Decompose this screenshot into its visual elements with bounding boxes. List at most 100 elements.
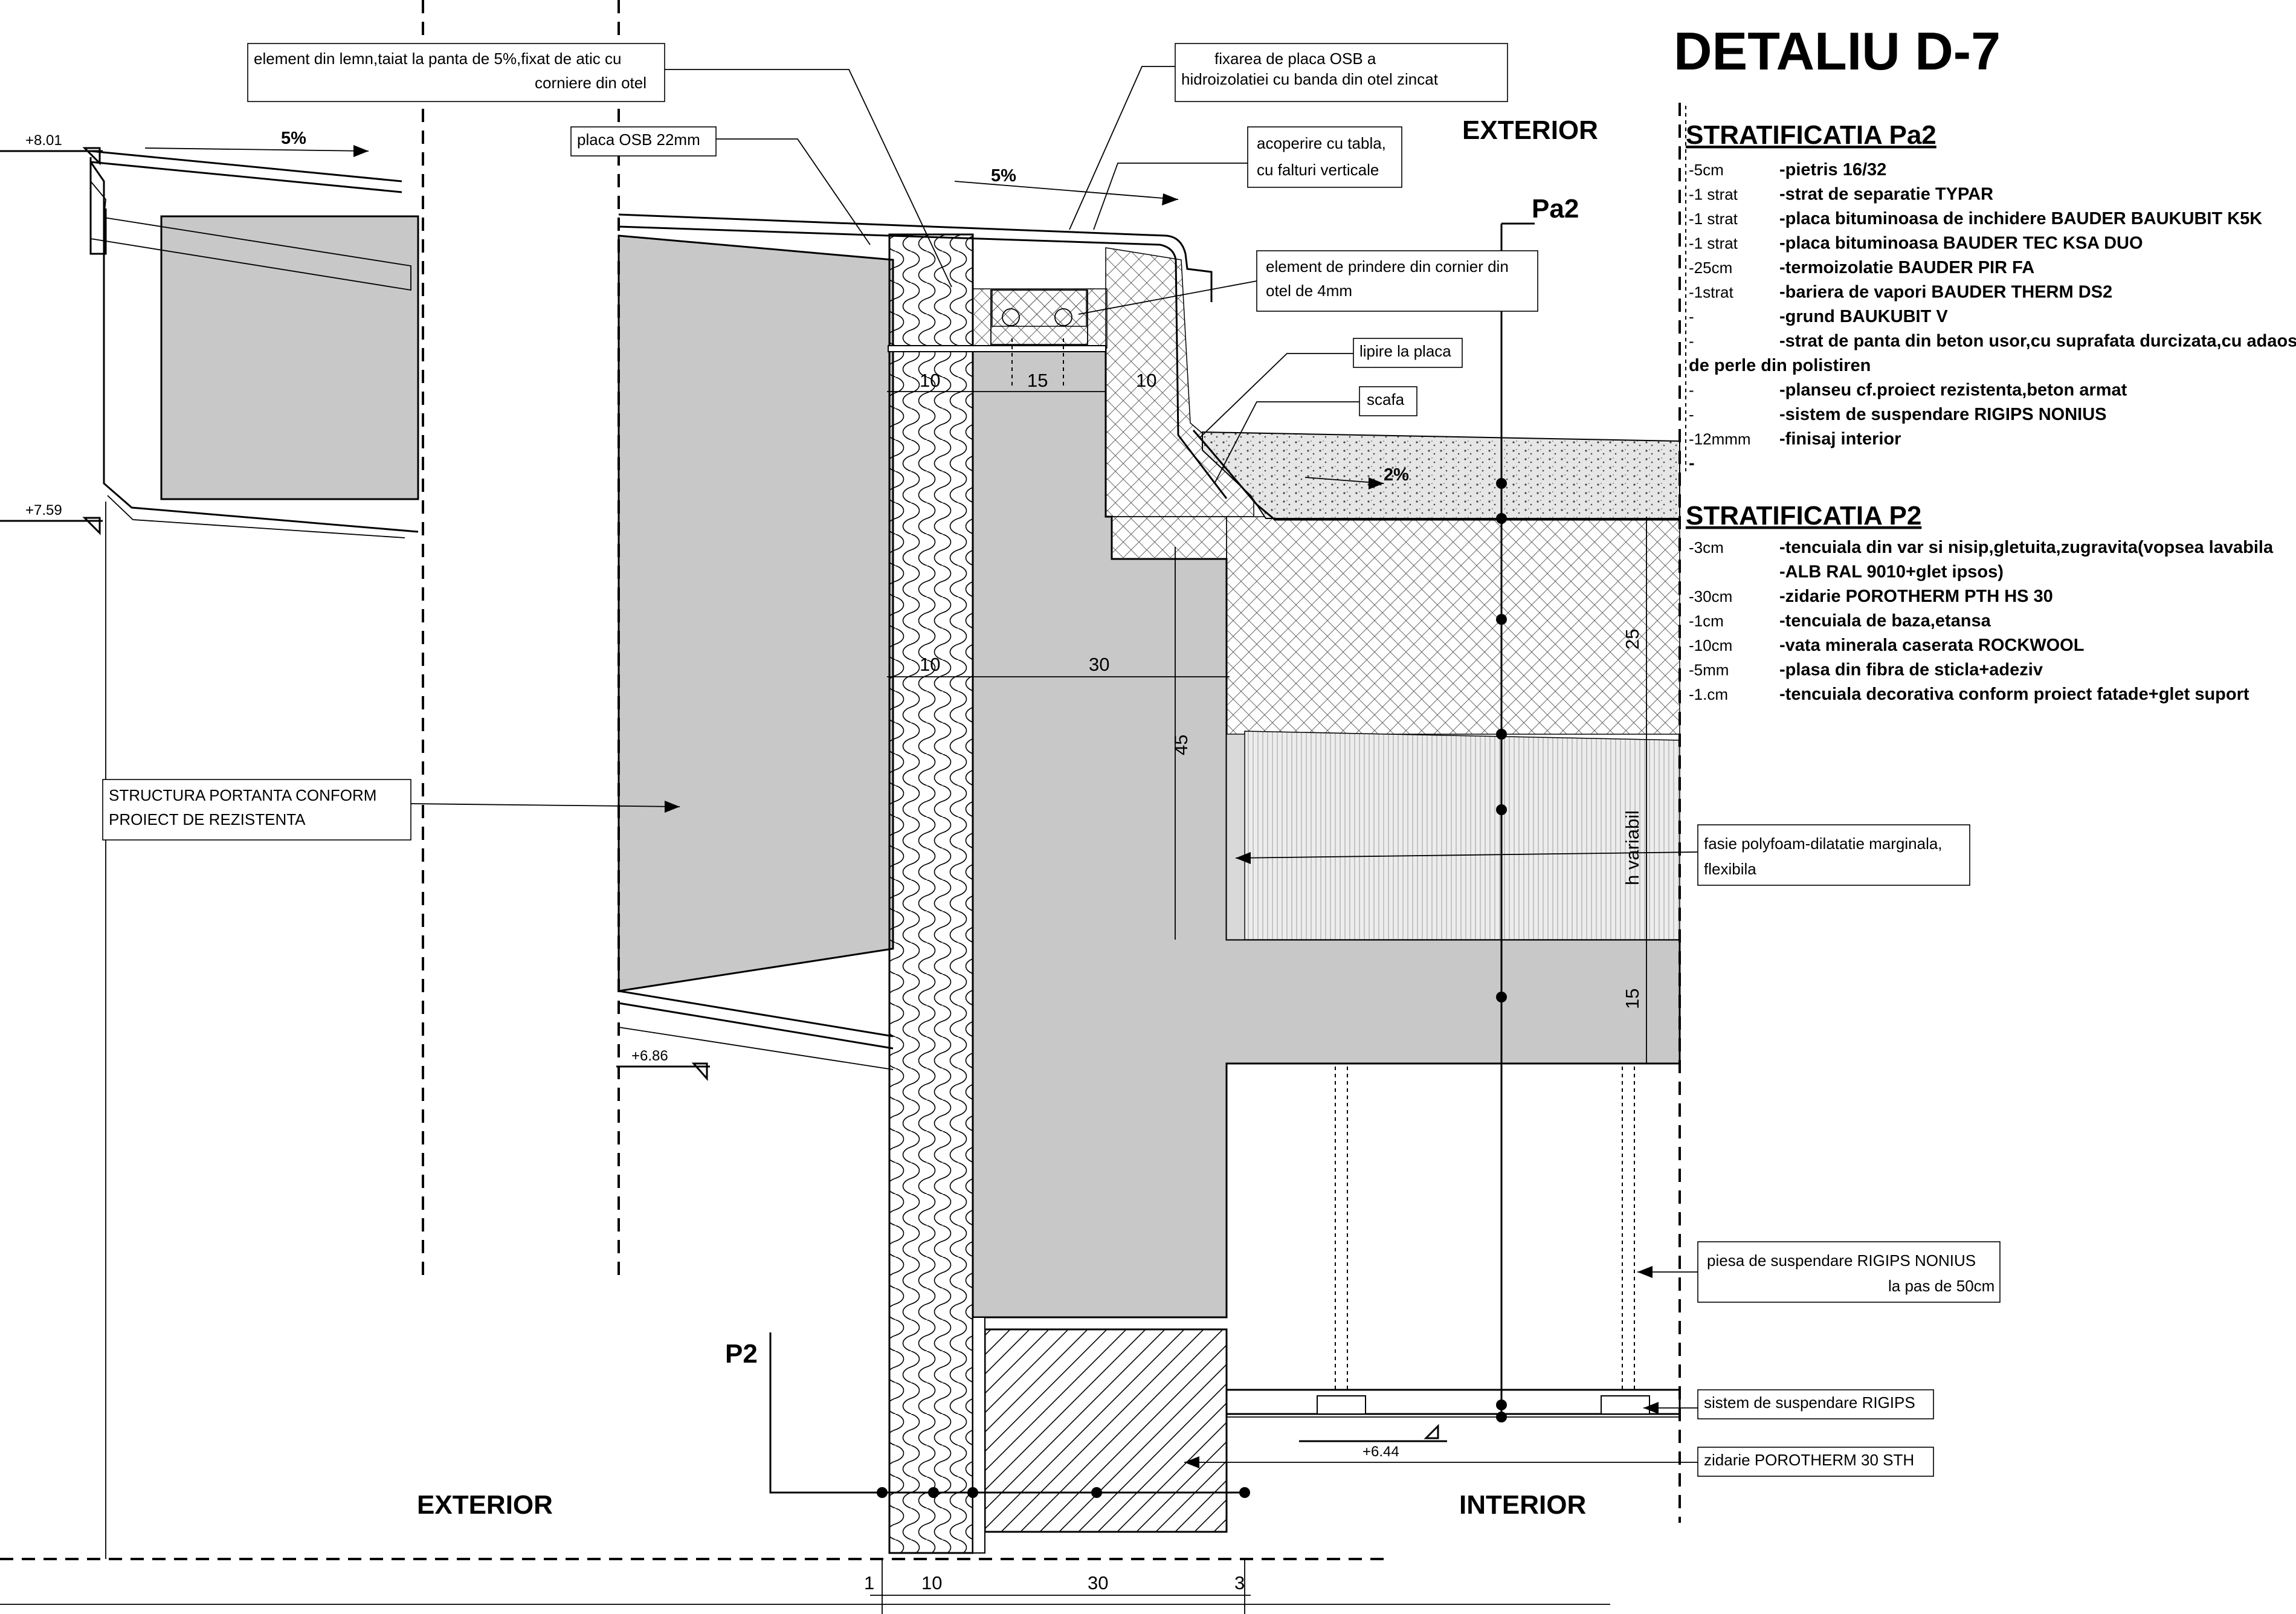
arrowheads bbox=[353, 145, 1659, 1468]
drawing-labels: DETALIU D-7 EXTERIOR EXTERIOR INTERIOR P… bbox=[25, 21, 2001, 1593]
strat_p2-row-qty: -10cm bbox=[1689, 636, 1732, 654]
strat_pa2-row-desc: -planseu cf.proiect rezistenta,beton arm… bbox=[1779, 381, 2127, 400]
strat_pa2-row-qty: -1 strat bbox=[1689, 234, 1738, 253]
strat_p2-row-qty: -3cm bbox=[1689, 538, 1724, 557]
dim-v15: 15 bbox=[1622, 989, 1643, 1009]
strat_pa2-row-qty: -1 strat bbox=[1689, 186, 1738, 204]
strat_pa2-row-desc: -strat de separatie TYPAR bbox=[1779, 185, 1993, 204]
marker-p2: P2 bbox=[725, 1339, 758, 1369]
level-symbols bbox=[0, 147, 1447, 1442]
strat_pa2-row-qty: -12mmm bbox=[1689, 430, 1751, 448]
strat-p2-heading: STRATIFICATIA P2 bbox=[1686, 501, 1921, 531]
parapet-flashing bbox=[618, 213, 1228, 499]
dimension-lines bbox=[870, 391, 1647, 1596]
strat_pa2-row-desc: -sistem de suspendare RIGIPS NONIUS bbox=[1779, 405, 2106, 424]
strat_p2-row-qty: -30cm bbox=[1689, 587, 1732, 605]
strat_pa2-row-desc: -grund BAUKUBIT V bbox=[1779, 307, 1948, 326]
dim-bot-a: 1 bbox=[864, 1572, 874, 1593]
dim-bot-b: 10 bbox=[921, 1572, 942, 1593]
callout-scafa: scafa bbox=[1367, 390, 1405, 408]
strat_pa2-row-qty: - bbox=[1689, 332, 1694, 350]
masonry-wall-p2 bbox=[972, 1317, 1228, 1554]
level-801: +8.01 bbox=[25, 132, 62, 149]
callout-lipire: lipire la placa bbox=[1359, 342, 1451, 360]
strat_p2-row-desc: -zidarie POROTHERM PTH HS 30 bbox=[1779, 587, 2053, 606]
left-parapet bbox=[89, 150, 419, 538]
callout-fasie-1: fasie polyfoam-dilatatie marginala, bbox=[1704, 834, 1943, 853]
strat_p2-row-desc: -vata minerala caserata ROCKWOOL bbox=[1779, 636, 2084, 655]
dim-mid-b: 30 bbox=[1089, 654, 1109, 675]
slope-parapet: 5% bbox=[991, 166, 1016, 186]
strat_pa2-row-qty: -5cm bbox=[1689, 161, 1724, 179]
dim-top-c: 10 bbox=[1136, 370, 1156, 391]
strat_pa2-row-desc: -termoizolatie BAUDER PIR FA bbox=[1779, 258, 2034, 277]
strat_p2-row-desc: -tencuiala din var si nisip,gletuita,zug… bbox=[1779, 538, 2274, 557]
dim-v45: 45 bbox=[1170, 735, 1192, 755]
suspended-ceiling bbox=[1225, 1067, 1681, 1418]
strat_pa2-row-desc: -bariera de vapori BAUDER THERM DS2 bbox=[1779, 283, 2112, 302]
zone-interior: INTERIOR bbox=[1459, 1490, 1586, 1520]
callout-cornier-2: otel de 4mm bbox=[1266, 282, 1352, 300]
zone-exterior-bottom: EXTERIOR bbox=[417, 1490, 553, 1520]
callout-structura-2: PROIECT DE REZISTENTA bbox=[109, 810, 306, 828]
strat_pa2-row-desc: -placa bituminoasa de inchidere BAUDER B… bbox=[1779, 209, 2262, 228]
axis-pa2 bbox=[1496, 222, 1535, 1422]
callout-zidarie: zidarie POROTHERM 30 STH bbox=[1704, 1451, 1914, 1469]
callout-cornier-1: element de prindere din cornier din bbox=[1266, 257, 1509, 276]
strat_pa2-row-qty: - bbox=[1689, 405, 1694, 424]
slope-roof: 2% bbox=[1384, 465, 1409, 485]
lower-left-wall-lines bbox=[618, 990, 894, 1070]
callout-osb: placa OSB 22mm bbox=[577, 131, 700, 149]
strat_pa2-row-qty: -1 strat bbox=[1689, 210, 1738, 228]
reference-lines bbox=[0, 0, 1681, 1614]
strat_pa2-row-desc: -pietris 16/32 bbox=[1779, 160, 1886, 179]
strat_p2-row-desc: -ALB RAL 9010+glet ipsos) bbox=[1779, 563, 2004, 582]
strat_p2-row-desc: -plasa din fibra de sticla+adeziv bbox=[1779, 660, 2043, 680]
strat_pa2-row-qty: -1strat bbox=[1689, 283, 1733, 302]
callouts: element din lemn,taiat la panta de 5%,fi… bbox=[102, 43, 2001, 1477]
strat_pa2-row-desc: -finisaj interior bbox=[1779, 430, 1901, 449]
left-beam-fill bbox=[160, 215, 419, 500]
callout-lemn-1: element din lemn,taiat la panta de 5%,fi… bbox=[254, 50, 621, 68]
callout-piesa-1: piesa de suspendare RIGIPS NONIUS bbox=[1707, 1251, 1976, 1270]
callout-fixare-1: fixarea de placa OSB a bbox=[1214, 50, 1376, 68]
level-644: +6.44 bbox=[1362, 1444, 1399, 1460]
strat_pa2-row-qty: - bbox=[1689, 381, 1694, 399]
callout-tabla-2: cu falturi verticale bbox=[1257, 161, 1379, 179]
strat_pa2-row-desc: -placa bituminoasa BAUDER TEC KSA DUO bbox=[1779, 234, 2143, 253]
marker-pa2: Pa2 bbox=[1532, 194, 1579, 224]
strat_pa2-row-qty: - bbox=[1689, 308, 1694, 326]
dim-v25: 25 bbox=[1622, 629, 1643, 650]
strat_p2-row-desc: -tencuiala decorativa conform proiect fa… bbox=[1779, 685, 2249, 704]
strat-p2-table: STRATIFICATIA P2 -3cm -tencuiala din var … bbox=[1686, 501, 2274, 704]
dim-bot-c: 30 bbox=[1088, 1572, 1108, 1593]
gravel-layer bbox=[1192, 430, 1680, 521]
callout-structura-1: STRUCTURA PORTANTA CONFORM bbox=[109, 786, 376, 804]
callout-piesa-2: la pas de 50cm bbox=[1888, 1277, 1994, 1295]
strat_p2-row-desc: -tencuiala de baza,etansa bbox=[1779, 612, 1991, 631]
dim-top-a: 10 bbox=[920, 370, 940, 391]
strat_p2-row-qty: -5mm bbox=[1689, 661, 1729, 679]
strat_p2-row-qty: -1.cm bbox=[1689, 685, 1728, 703]
dim-bot-d: 3 bbox=[1234, 1572, 1245, 1593]
strat_pa2-row-qty: -25cm bbox=[1689, 259, 1732, 277]
level-686: +6.86 bbox=[631, 1048, 668, 1064]
zone-exterior-top: EXTERIOR bbox=[1462, 115, 1598, 145]
leader-lines bbox=[144, 66, 1698, 1463]
level-759: +7.59 bbox=[25, 502, 62, 518]
callout-fasie-2: flexibila bbox=[1704, 860, 1756, 878]
strat_pa2-row-qty: - bbox=[1689, 454, 1695, 473]
callout-tabla-1: acoperire cu tabla, bbox=[1257, 134, 1386, 152]
axis-p2 bbox=[769, 1332, 1250, 1498]
slope-left: 5% bbox=[281, 129, 306, 148]
detail-title: DETALIU D-7 bbox=[1674, 21, 2001, 81]
wall-insulation bbox=[888, 233, 974, 1554]
dim-hvariabil: h variabil bbox=[1622, 810, 1643, 885]
concrete-structure bbox=[160, 215, 1681, 1319]
callout-lemn-2: corniere din otel bbox=[535, 74, 647, 92]
strat_p2-row-qty: -1cm bbox=[1689, 612, 1724, 630]
dim-top-b: 15 bbox=[1027, 370, 1048, 391]
callout-fixare-2: hidroizolatiei cu banda din otel zincat bbox=[1181, 70, 1439, 88]
dim-mid-a: 10 bbox=[920, 654, 940, 675]
